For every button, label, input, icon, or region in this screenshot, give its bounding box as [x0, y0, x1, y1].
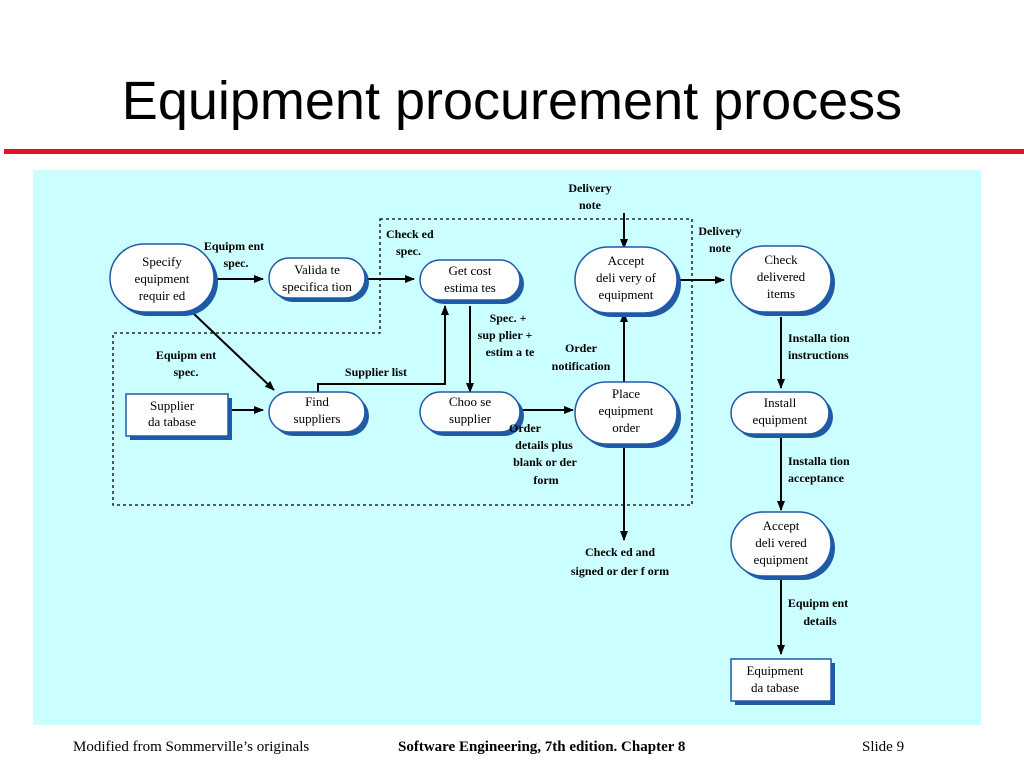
svg-text:details plus: details plus: [515, 438, 573, 452]
svg-text:delivered: delivered: [757, 269, 806, 284]
svg-text:Choo se: Choo se: [449, 394, 491, 409]
svg-text:Delivery: Delivery: [698, 224, 741, 238]
connectors: [192, 213, 785, 655]
svg-text:Equipm ent: Equipm ent: [788, 596, 848, 610]
svg-text:Installa tion: Installa tion: [788, 331, 850, 345]
label-equipment-spec-top: Equipm ent spec.: [204, 239, 264, 270]
process-node-get-cost: Get cost estima tes: [419, 259, 524, 304]
process-node-accept-equipment: Accept deli vered equipment: [730, 511, 835, 580]
process-node-find-suppliers: Find suppliers: [268, 391, 369, 436]
svg-text:note: note: [709, 241, 732, 255]
svg-text:items: items: [767, 286, 795, 301]
svg-text:equipment: equipment: [754, 552, 809, 567]
svg-text:Valida te: Valida te: [294, 262, 340, 277]
label-installation-instructions: Installa tion instructions: [788, 331, 850, 362]
svg-text:Check ed: Check ed: [386, 227, 434, 241]
process-node-specify: Specify equipment requir ed: [109, 243, 218, 316]
datastore-equipment-database: Equipment da tabase: [730, 658, 835, 705]
svg-text:Accept: Accept: [608, 253, 645, 268]
dashed-boundary: [112, 218, 693, 506]
svg-text:Accept: Accept: [763, 518, 800, 533]
label-checked-signed-order-form: Check ed and signed or der f orm: [571, 545, 669, 578]
svg-text:Spec. +: Spec. +: [490, 311, 527, 325]
footer-book-title: Software Engineering, 7th edition. Chapt…: [398, 739, 686, 755]
svg-text:acceptance: acceptance: [788, 471, 845, 485]
svg-text:Get cost: Get cost: [449, 263, 492, 278]
svg-text:instructions: instructions: [788, 348, 849, 362]
svg-text:blank or der: blank or der: [513, 455, 577, 469]
svg-text:spec.: spec.: [224, 256, 249, 270]
label-delivery-note-right: Delivery note: [698, 224, 741, 255]
label-order-notification: Order notification: [552, 341, 611, 373]
svg-text:Supplier list: Supplier list: [345, 365, 407, 379]
svg-text:deli vered: deli vered: [755, 535, 807, 550]
process-node-accept-delivery: Accept deli very of equipment: [574, 246, 681, 317]
svg-text:estima tes: estima tes: [444, 280, 496, 295]
svg-text:Installa tion: Installa tion: [788, 454, 850, 468]
svg-text:supplier: supplier: [449, 411, 492, 426]
svg-text:Find: Find: [305, 394, 329, 409]
svg-text:Equipm ent: Equipm ent: [204, 239, 264, 253]
footer-credit: Modified from Sommerville’s originals: [73, 739, 310, 755]
svg-text:Check ed and: Check ed and: [585, 545, 655, 559]
svg-text:Place: Place: [612, 386, 640, 401]
svg-text:spec.: spec.: [396, 244, 421, 258]
label-order-details: Order details plus blank or der form: [509, 421, 578, 487]
slide-title: Equipment procurement process: [121, 71, 903, 131]
svg-text:estim a te: estim a te: [486, 345, 535, 359]
svg-text:Equipment: Equipment: [746, 663, 803, 678]
title-rule: [4, 149, 1024, 154]
process-node-install: Install equipment: [730, 391, 833, 438]
process-node-choose-supplier: Choo se supplier: [419, 391, 524, 436]
label-spec-supplier-estimate: Spec. + sup plier + estim a te: [478, 311, 535, 359]
svg-text:spec.: spec.: [174, 365, 199, 379]
footer-slide-number: Slide 9: [862, 739, 905, 755]
datastore-supplier-database: Supplier da tabase: [125, 393, 232, 440]
svg-text:equipment: equipment: [135, 271, 190, 286]
svg-text:da tabase: da tabase: [751, 680, 799, 695]
svg-text:notification: notification: [552, 359, 611, 373]
svg-text:order: order: [612, 420, 640, 435]
svg-text:specifica tion: specifica tion: [282, 279, 352, 294]
svg-text:Specify: Specify: [142, 254, 182, 269]
process-node-place-order: Place equipment order: [574, 381, 681, 448]
svg-text:Equipm ent: Equipm ent: [156, 348, 216, 362]
svg-text:Order: Order: [509, 421, 542, 435]
svg-text:signed or der f orm: signed or der f orm: [571, 564, 669, 578]
svg-text:Order: Order: [565, 341, 598, 355]
svg-text:requir ed: requir ed: [139, 288, 186, 303]
svg-text:sup plier +: sup plier +: [478, 328, 533, 342]
label-supplier-list: Supplier list: [345, 365, 407, 379]
label-checked-spec: Check ed spec.: [386, 227, 434, 258]
process-node-check-items: Check delivered items: [730, 245, 835, 316]
svg-text:equipment: equipment: [599, 403, 654, 418]
svg-text:note: note: [579, 198, 602, 212]
svg-text:equipment: equipment: [599, 287, 654, 302]
svg-text:equipment: equipment: [753, 412, 808, 427]
label-equipment-details: Equipm ent details: [788, 596, 848, 628]
svg-text:Check: Check: [764, 252, 798, 267]
svg-text:Install: Install: [764, 395, 797, 410]
svg-text:da tabase: da tabase: [148, 414, 196, 429]
process-node-validate: Valida te specifica tion: [268, 257, 369, 302]
label-equipment-spec-left: Equipm ent spec.: [156, 348, 216, 379]
label-installation-acceptance: Installa tion acceptance: [788, 454, 850, 485]
svg-text:form: form: [533, 473, 558, 487]
svg-text:Supplier: Supplier: [150, 398, 195, 413]
svg-text:suppliers: suppliers: [294, 411, 341, 426]
label-delivery-note-top: Delivery note: [568, 181, 611, 212]
svg-text:deli very of: deli very of: [596, 270, 657, 285]
svg-text:details: details: [803, 614, 837, 628]
svg-text:Delivery: Delivery: [568, 181, 611, 195]
